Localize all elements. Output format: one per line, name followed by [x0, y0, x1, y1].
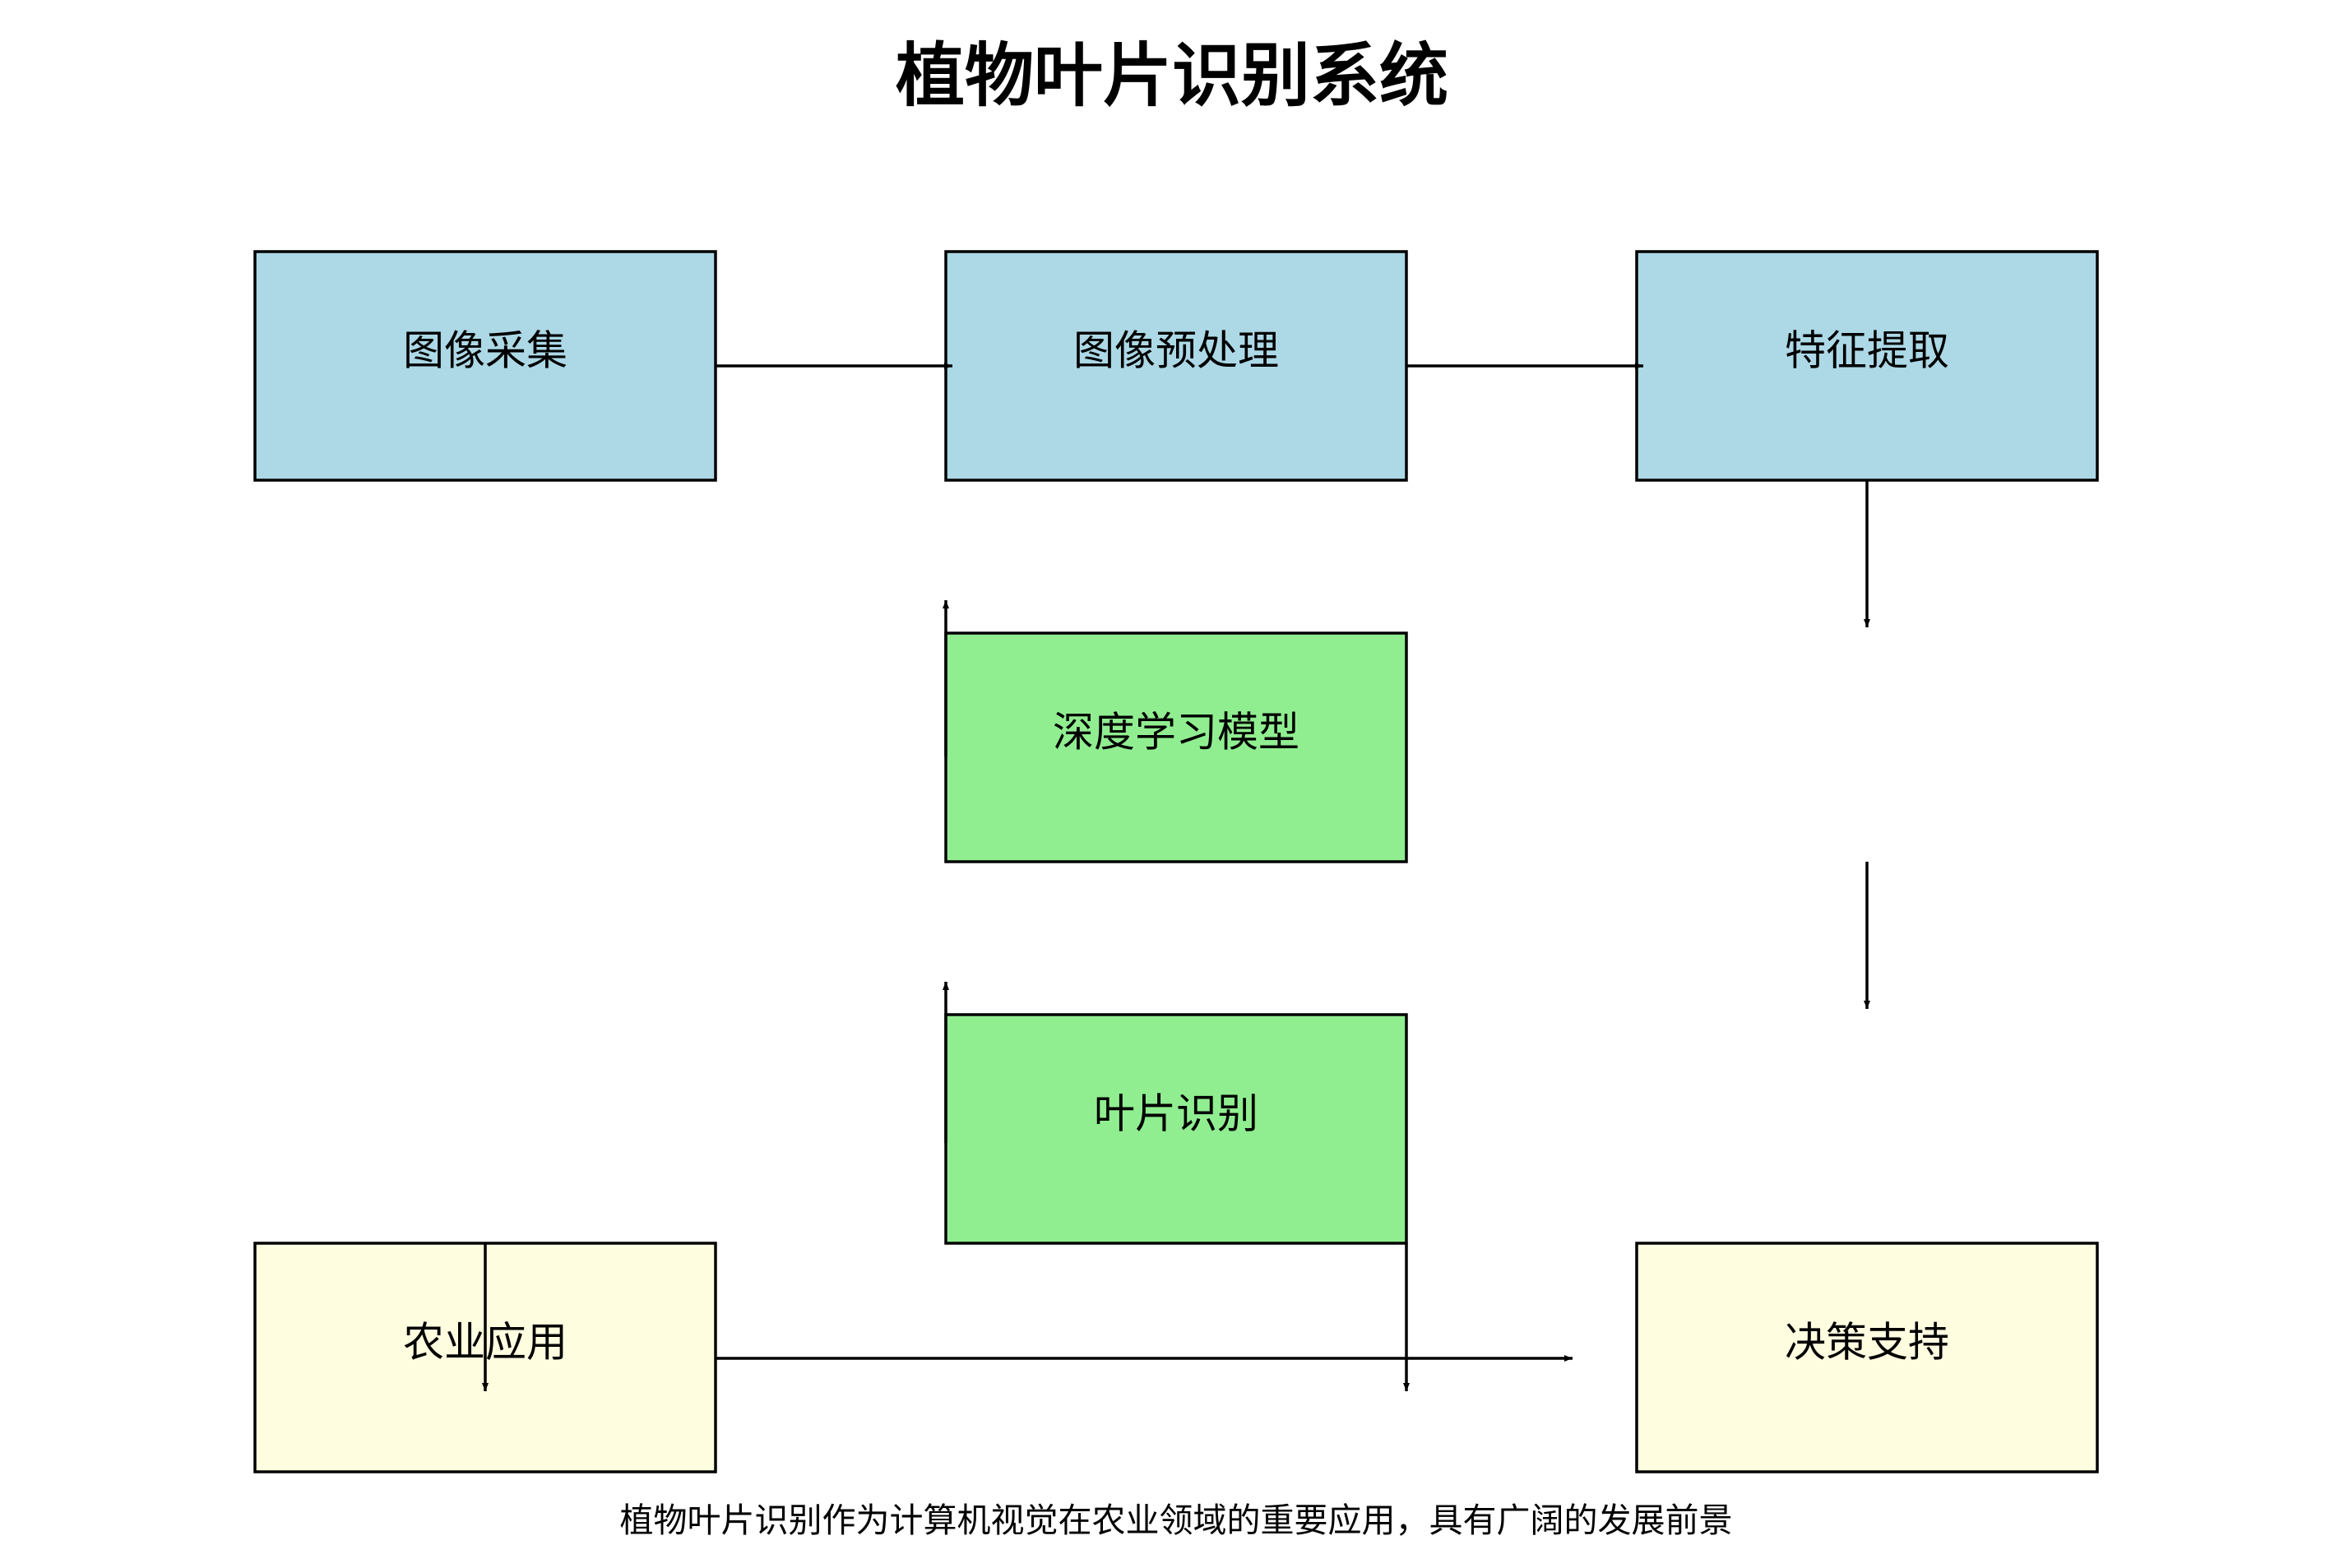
node-preprocess-label: 图像预处理 [1073, 327, 1279, 375]
node-decision-support-label: 决策支持 [1785, 1319, 1949, 1367]
node-preprocess: 图像预处理 [944, 250, 1408, 482]
node-feature-extraction: 特征提取 [1635, 250, 2099, 482]
node-deep-learning-label: 深度学习模型 [1053, 709, 1299, 756]
node-deep-learning: 深度学习模型 [944, 631, 1408, 863]
diagram-title: 植物叶片识别系统 [896, 35, 1448, 116]
node-image-capture-label: 图像采集 [403, 327, 567, 375]
node-image-capture: 图像采集 [253, 250, 717, 482]
node-decision-support: 决策支持 [1635, 1242, 2099, 1473]
node-feature-extraction-label: 特征提取 [1785, 327, 1949, 375]
node-leaf-recognition: 叶片识别 [944, 1013, 1408, 1245]
footer-caption: 植物叶片识别作为计算机视觉在农业领域的重要应用，具有广阔的发展前景 [620, 1501, 1733, 1540]
node-leaf-recognition-label: 叶片识别 [1094, 1090, 1258, 1138]
